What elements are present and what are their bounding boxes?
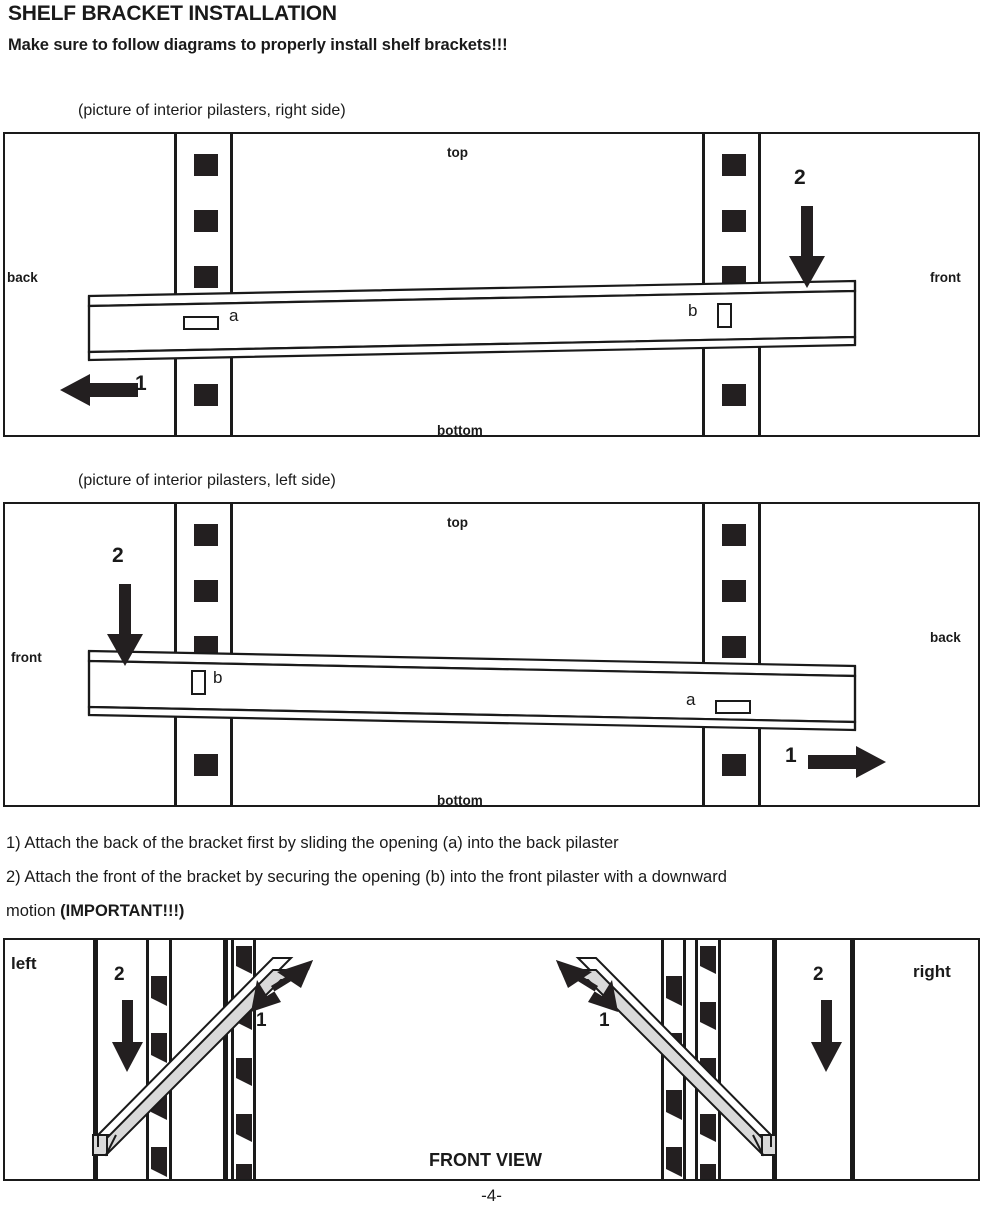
- diagram-right-label-bottom: bottom: [437, 423, 483, 437]
- front-view-arrow-right-step-2: [810, 1000, 844, 1072]
- bracket-opening-b: [717, 303, 732, 328]
- diagram-right-label-front: front: [930, 270, 961, 285]
- pilaster-slot: [194, 210, 218, 232]
- pilaster-slot: [194, 384, 218, 406]
- bracket-opening-a-label: a: [686, 690, 696, 709]
- pilaster-edge-line: [718, 940, 721, 1179]
- bracket-opening-a: [183, 316, 219, 330]
- shelf-bracket-bar: [85, 279, 865, 364]
- front-view-label-left: left: [11, 954, 37, 973]
- diagram-interior-pilasters-right: top bottom back front: [3, 132, 980, 437]
- diagram-right-label-back: back: [7, 270, 38, 285]
- page-number: -4-: [481, 1186, 502, 1205]
- front-view-right-step-2-label: 2: [813, 964, 824, 985]
- pilaster-edge-line: [146, 940, 149, 1179]
- pilaster-slot: [194, 524, 218, 546]
- pilaster-slot: [722, 754, 746, 776]
- front-view-arrow-left-step-1: [251, 960, 313, 1012]
- pilaster-slot: [722, 524, 746, 546]
- pilaster-slot: [194, 580, 218, 602]
- pilaster-edge-line: [253, 940, 256, 1179]
- shelf-bracket-bar: [85, 649, 865, 734]
- pilaster-slot: [194, 754, 218, 776]
- pilaster-slot: [722, 154, 746, 176]
- bracket-opening-b: [191, 670, 206, 695]
- cabinet-edge-line: [850, 940, 855, 1179]
- pilaster-edge-line: [661, 940, 664, 1179]
- front-view-right-step-1-label: 1: [599, 1010, 610, 1031]
- diagram-right-label-top: top: [447, 145, 468, 160]
- diagram-left-caption: (picture of interior pilasters, left sid…: [78, 472, 336, 489]
- arrow-step-1-label: 1: [785, 744, 797, 767]
- front-view-arrow-left-step-2: [111, 1000, 145, 1072]
- arrow-step-2-label: 2: [794, 166, 806, 189]
- pilaster-slot: [194, 266, 218, 288]
- instruction-important: (IMPORTANT!!!): [60, 902, 185, 920]
- diagram-left-label-bottom: bottom: [437, 793, 483, 807]
- arrow-step-1-right: [808, 744, 886, 780]
- back-pilaster: [702, 504, 761, 805]
- back-pilaster: [174, 134, 233, 435]
- diagram-left-label-top: top: [447, 515, 468, 530]
- arrow-step-1-left: [60, 372, 138, 408]
- pilaster-slot: [722, 580, 746, 602]
- bracket-opening-a: [715, 700, 751, 714]
- diagram-right-caption: (picture of interior pilasters, right si…: [78, 102, 346, 119]
- cabinet-edge-line: [223, 940, 228, 1179]
- arrow-step-2-label: 2: [112, 544, 124, 567]
- pilaster-slot: [194, 154, 218, 176]
- arrow-step-2-down: [787, 206, 827, 288]
- bracket-opening-b-label: b: [213, 668, 223, 687]
- diagram-left-label-back: back: [930, 630, 961, 645]
- diagram-front-view: left right: [3, 938, 980, 1181]
- page-subtitle: Make sure to follow diagrams to properly…: [8, 36, 508, 54]
- diagram-interior-pilasters-left: top bottom front back: [3, 502, 980, 807]
- cabinet-edge-line: [93, 940, 98, 1179]
- arrow-step-1-label: 1: [135, 372, 147, 395]
- instruction-step-2-continued: motion (IMPORTANT!!!): [6, 902, 184, 921]
- pilaster-edge-line: [231, 940, 234, 1179]
- pilaster-edge-line: [169, 940, 172, 1179]
- instruction-step-1: 1) Attach the back of the bracket first …: [6, 834, 619, 852]
- page-title: SHELF BRACKET INSTALLATION: [8, 2, 337, 25]
- pilaster-slot: [722, 636, 746, 658]
- bracket-opening-b-label: b: [688, 301, 698, 320]
- front-view-left-step-2-label: 2: [114, 964, 125, 985]
- instruction-step-2: 2) Attach the front of the bracket by se…: [6, 868, 727, 886]
- arrow-step-2-down: [105, 584, 145, 666]
- bracket-opening-a-label: a: [229, 306, 239, 325]
- front-view-caption: FRONT VIEW: [429, 1150, 542, 1170]
- pilaster-slot: [722, 384, 746, 406]
- front-view-label-right: right: [913, 962, 951, 981]
- instruction-step-2-motion: motion: [6, 902, 61, 920]
- front-view-left-step-1-label: 1: [256, 1010, 267, 1031]
- pilaster-slot: [722, 210, 746, 232]
- front-view-arrow-right-step-1: [556, 960, 618, 1012]
- diagram-left-label-front: front: [11, 650, 42, 665]
- cabinet-edge-line: [772, 940, 777, 1179]
